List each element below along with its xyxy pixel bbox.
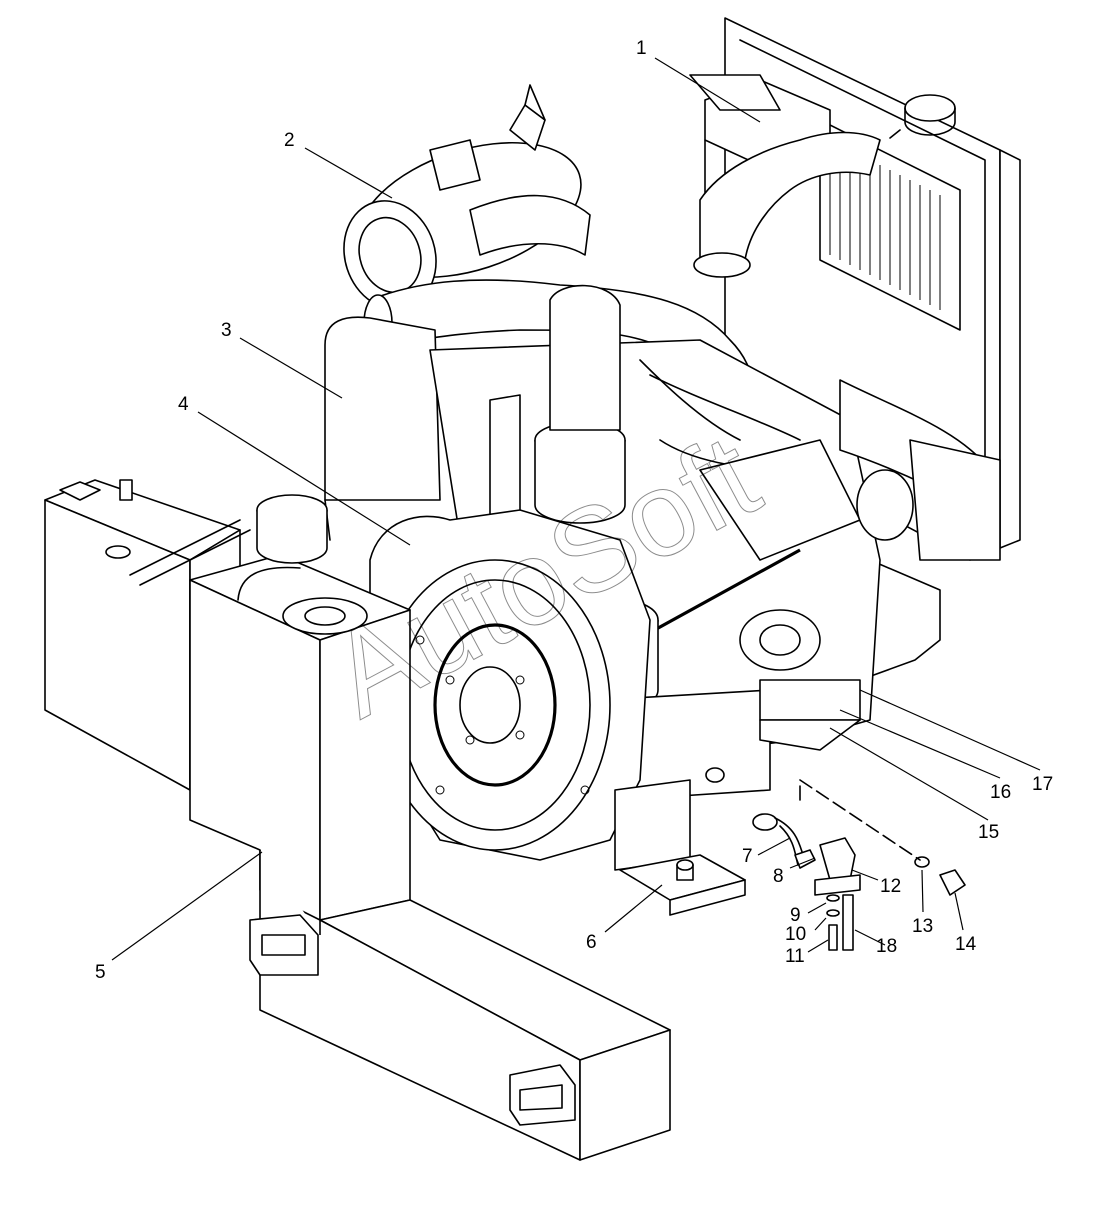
callout-16: 16 xyxy=(990,782,1011,803)
muffler xyxy=(324,316,441,541)
callout-14: 14 xyxy=(955,934,977,955)
callout-3: 3 xyxy=(221,320,232,341)
callout-labels: 1 2 3 4 5 6 7 8 9 10 11 12 13 14 15 16 1… xyxy=(95,38,1053,983)
callout-18: 18 xyxy=(876,936,897,957)
flywheel-housing xyxy=(369,509,651,861)
callout-15: 15 xyxy=(978,822,999,843)
leader-lines xyxy=(111,57,1041,961)
callout-13: 13 xyxy=(912,916,933,937)
drain-assembly xyxy=(705,767,966,951)
callout-17: 17 xyxy=(1032,774,1053,795)
callout-5: 5 xyxy=(95,962,106,983)
callout-11: 11 xyxy=(785,946,805,967)
callout-8: 8 xyxy=(773,866,784,887)
callout-10: 10 xyxy=(785,924,806,945)
callout-9: 9 xyxy=(790,905,801,926)
callout-1: 1 xyxy=(636,38,647,59)
callout-6: 6 xyxy=(586,932,597,953)
fuel-tank xyxy=(189,494,671,1161)
callout-7: 7 xyxy=(742,846,753,867)
callout-4: 4 xyxy=(178,394,189,415)
callout-12: 12 xyxy=(880,876,901,897)
callout-2: 2 xyxy=(284,130,295,151)
front-mount xyxy=(614,779,746,916)
